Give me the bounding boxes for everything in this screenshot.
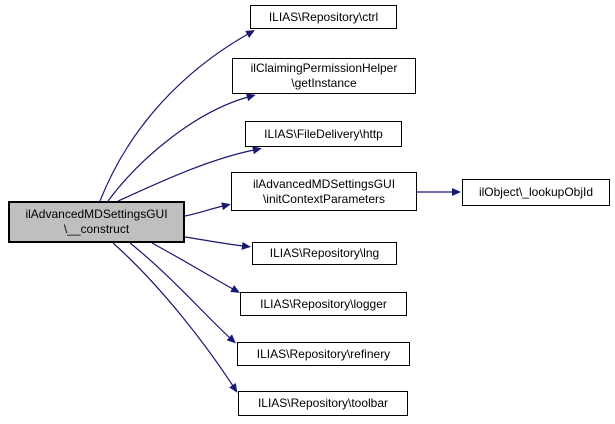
edge-construct-to-logger (151, 242, 241, 293)
node-ilias-repository-logger[interactable]: ILIAS\Repository\logger (240, 292, 407, 316)
node-label: ilAdvancedMDSettingsGUI \initContextPara… (252, 176, 396, 206)
edge-construct-to-refinery (129, 242, 236, 344)
node-label: ILIAS\Repository\refinery (256, 346, 391, 361)
node-label: ILIAS\Repository\toolbar (257, 396, 389, 410)
edge-construct-to-getinstance (107, 93, 256, 202)
node-ilias-filedelivery-http[interactable]: ILIAS\FileDelivery\http (245, 121, 402, 147)
node-ilias-repository-ctrl[interactable]: ILIAS\Repository\ctrl (250, 5, 397, 29)
node-iladvancedmdsettingsgui-construct[interactable]: ilAdvancedMDSettingsGUI \__construct (8, 201, 185, 243)
node-label: ILIAS\Repository\logger (260, 296, 387, 311)
node-ilias-repository-refinery[interactable]: ILIAS\Repository\refinery (237, 342, 410, 366)
edge-construct-to-ctrl (99, 30, 255, 202)
node-label: ILIAS\FileDelivery\http (264, 126, 383, 141)
node-ilclaimingpermissionhelper-getinstance[interactable]: ilClaimingPermissionHelper \getInstance (232, 58, 416, 94)
node-label: ilObject\_lookupObjId (478, 185, 594, 199)
node-ilias-repository-lng[interactable]: ILIAS\Repository\lng (252, 242, 397, 265)
edge-construct-to-lng (184, 236, 251, 250)
node-ilobject-lookupobjid[interactable]: ilObject\_lookupObjId (462, 179, 610, 206)
node-iladvancedmdsettingsgui-initcontextparameters[interactable]: ilAdvancedMDSettingsGUI \initContextPara… (231, 172, 417, 211)
edge-construct-to-toolbar (112, 242, 238, 393)
node-label: ILIAS\Repository\ctrl (268, 9, 379, 24)
node-label: ILIAS\Repository\lng (269, 246, 380, 260)
node-ilias-repository-toolbar[interactable]: ILIAS\Repository\toolbar (238, 391, 408, 416)
node-label: ilAdvancedMDSettingsGUI \__construct (25, 207, 168, 236)
node-label: ilClaimingPermissionHelper \getInstance (250, 61, 398, 90)
edge-construct-to-initcontextparameters (184, 202, 231, 217)
